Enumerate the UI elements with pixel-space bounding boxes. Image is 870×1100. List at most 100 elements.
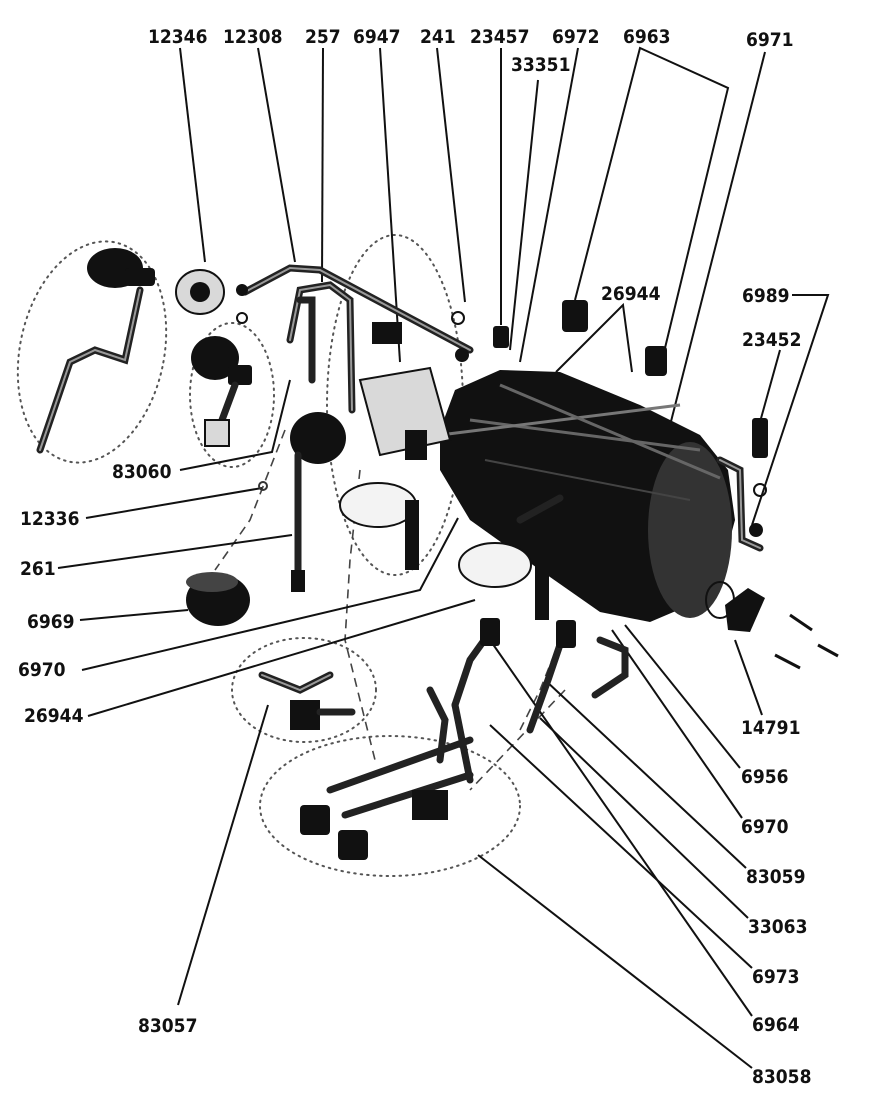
pipework xyxy=(241,264,764,699)
steam-wand xyxy=(36,286,144,454)
leader-83057 xyxy=(177,704,269,1006)
group-outline-left-steam-wand xyxy=(16,240,168,464)
flange-plate xyxy=(725,588,765,632)
leader-6970a xyxy=(81,517,459,671)
pipe-12308 xyxy=(241,264,474,354)
leader-83060 xyxy=(179,379,291,471)
manifold-rail xyxy=(326,736,474,794)
valve-stem xyxy=(218,381,239,424)
part-label-261: 261 xyxy=(20,558,56,580)
manifold-rail xyxy=(341,771,474,819)
leader-6963 xyxy=(574,46,730,349)
part-label-83058: 83058 xyxy=(752,1066,811,1088)
group-head-stem xyxy=(405,500,419,570)
sensor-6963a xyxy=(562,300,588,332)
leader-6969 xyxy=(79,609,189,621)
part-label-6971: 6971 xyxy=(746,29,794,51)
leader-6972 xyxy=(519,47,579,363)
part-label-6956: 6956 xyxy=(741,766,789,788)
leader-12346 xyxy=(179,47,206,263)
part-label-83059: 83059 xyxy=(746,866,805,888)
leader-83059 xyxy=(544,679,747,869)
group-outline-small-manifold xyxy=(231,637,377,743)
part-6969 xyxy=(186,572,250,626)
group-outline-left-valve xyxy=(189,322,275,468)
assembly-guide xyxy=(469,689,566,791)
pipe-257 xyxy=(286,281,356,414)
manifold-block xyxy=(290,700,320,730)
o-ring xyxy=(753,483,767,497)
fitting xyxy=(556,620,576,648)
leader-26944a xyxy=(555,302,633,373)
part-label-257: 257 xyxy=(305,26,341,48)
group-head-left xyxy=(339,482,417,528)
leader-6971 xyxy=(664,51,766,446)
screw xyxy=(817,643,839,658)
heating-element xyxy=(358,366,452,457)
fitting-241 xyxy=(372,322,402,344)
part-label-33063: 33063 xyxy=(748,916,807,938)
part-label-6970-right: 6970 xyxy=(741,816,789,838)
manifold-83057 xyxy=(258,671,356,730)
o-ring xyxy=(258,481,268,491)
leader-257 xyxy=(321,47,324,283)
leader-23452 xyxy=(759,349,781,423)
gasket xyxy=(236,312,248,324)
part-label-23457: 23457 xyxy=(470,26,529,48)
leader-6964 xyxy=(489,639,753,1017)
leader-6989 xyxy=(751,294,830,526)
part-label-12336: 12336 xyxy=(20,508,79,530)
part-label-26944-top: 26944 xyxy=(601,283,661,305)
leader-33063 xyxy=(539,717,749,919)
valve-knob xyxy=(191,336,239,380)
part-label-6969: 6969 xyxy=(27,611,75,633)
part-label-14791: 14791 xyxy=(741,717,800,739)
part-label-33351: 33351 xyxy=(511,54,570,76)
valve-head xyxy=(338,830,368,860)
fitting xyxy=(236,284,248,296)
assembly-guide xyxy=(214,429,286,571)
manifold-inlet xyxy=(426,686,449,764)
valve-assembly xyxy=(191,336,268,491)
manifold-83058 xyxy=(300,686,474,860)
leader-12336 xyxy=(85,487,263,519)
part-label-83060: 83060 xyxy=(112,461,172,483)
leader-14791 xyxy=(734,639,763,716)
pipe-bridge xyxy=(516,494,564,524)
fitting xyxy=(749,523,763,537)
part-label-6973: 6973 xyxy=(752,966,800,988)
leader-6956 xyxy=(624,624,741,769)
lower-lines xyxy=(451,618,576,734)
top-fittings xyxy=(372,300,667,376)
leader-26944b xyxy=(87,599,476,717)
manifold-inlet xyxy=(451,701,474,784)
right-side-parts xyxy=(705,418,839,670)
part-label-12308: 12308 xyxy=(223,26,282,48)
leader-6973 xyxy=(489,724,753,969)
part-label-83057: 83057 xyxy=(138,1015,197,1037)
pipe-inner xyxy=(296,296,316,384)
part-label-6970-left: 6970 xyxy=(18,659,66,681)
leader-12308 xyxy=(257,47,296,263)
pressure-switch xyxy=(752,418,768,458)
pipe-nut xyxy=(291,570,305,592)
leader-6970b xyxy=(611,629,743,819)
manifold-block xyxy=(412,790,448,820)
fitting-23457 xyxy=(493,326,509,348)
fitting xyxy=(455,348,469,362)
boiler-strap xyxy=(439,403,681,437)
leader-83058 xyxy=(477,854,753,1069)
valve-head xyxy=(300,805,330,835)
part-label-6947: 6947 xyxy=(353,26,401,48)
fitting xyxy=(405,430,427,460)
leader-261 xyxy=(57,534,293,569)
part-label-6989: 6989 xyxy=(742,285,790,307)
pipe-6970 xyxy=(591,636,629,699)
group-outlines xyxy=(16,234,521,877)
leader-33351 xyxy=(509,79,539,351)
group-head-right xyxy=(458,542,532,588)
group-outline-lower-manifold xyxy=(259,735,521,877)
fitting xyxy=(480,618,500,646)
boiler xyxy=(439,370,735,622)
